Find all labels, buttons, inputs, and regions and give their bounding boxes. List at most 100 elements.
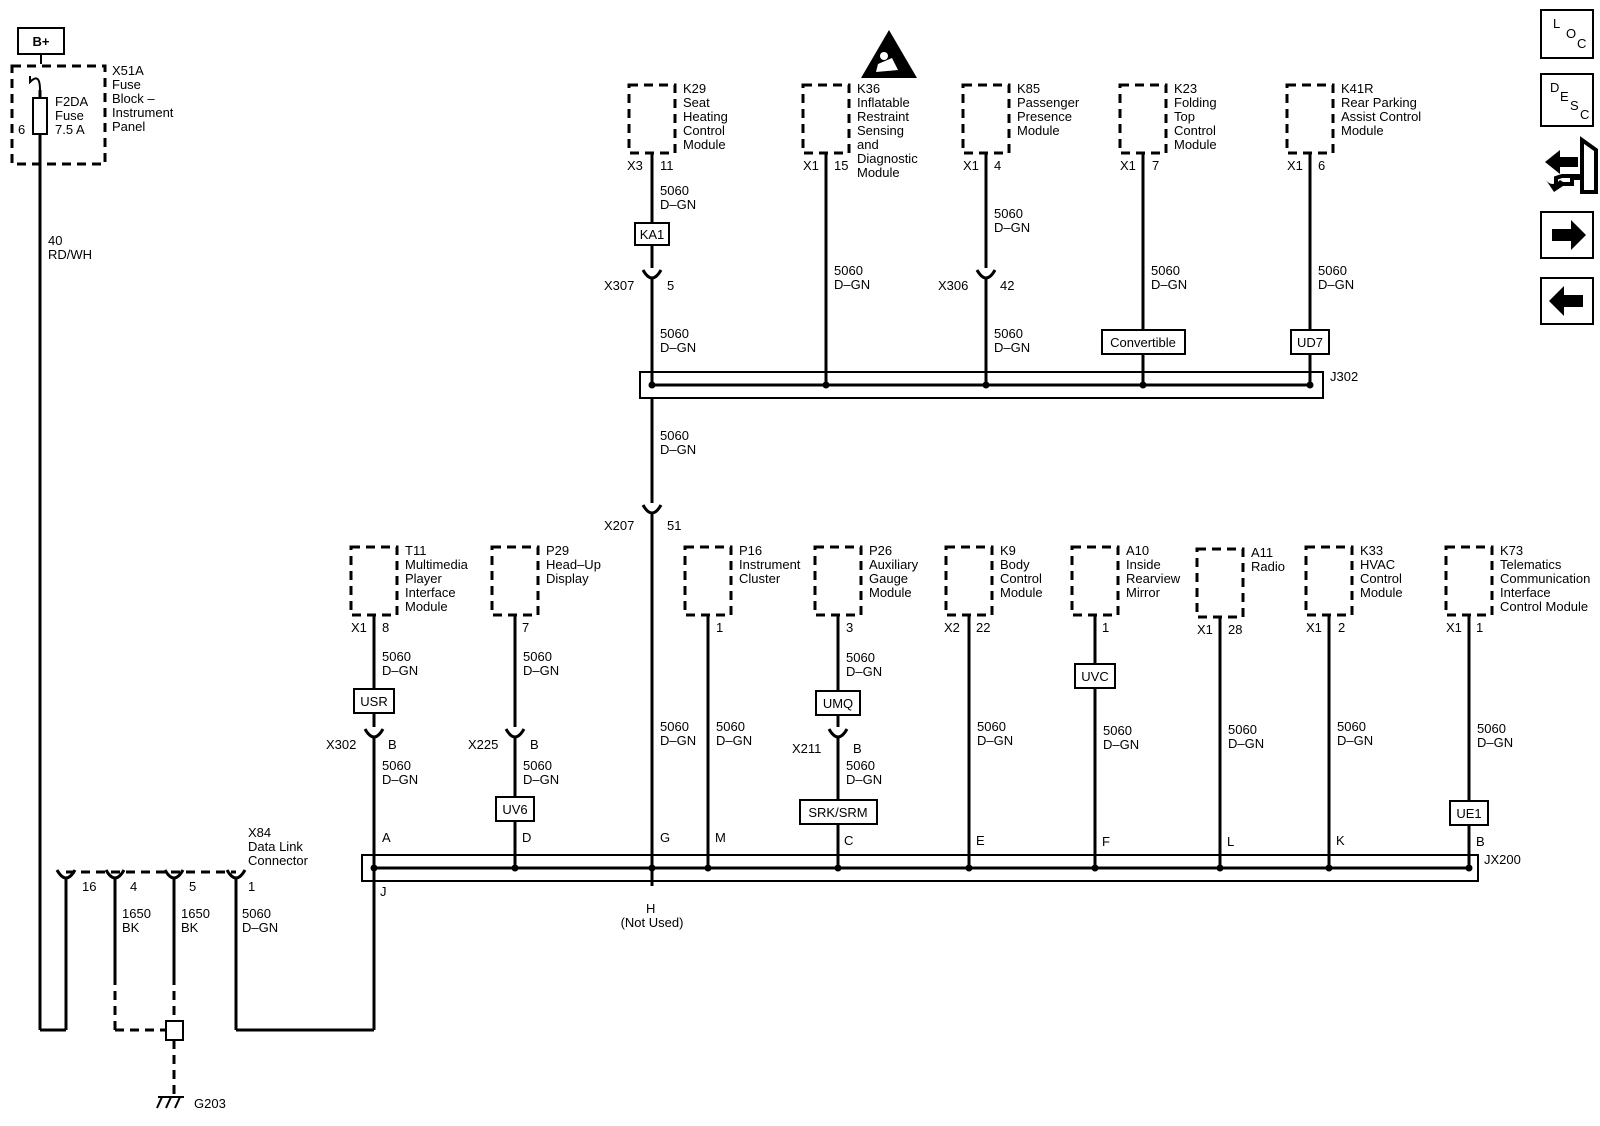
- prev-arrow-button[interactable]: [1540, 277, 1594, 325]
- fuse-id: F2DA: [55, 94, 89, 109]
- svg-text:8: 8: [382, 620, 389, 635]
- svg-text:D–GN: D–GN: [846, 772, 882, 787]
- svg-text:Module: Module: [1000, 585, 1043, 600]
- svg-text:Module: Module: [857, 165, 900, 180]
- power-source-label: B+: [33, 34, 50, 49]
- svg-text:Connector: Connector: [248, 853, 309, 868]
- splice-jx200: JX200: [361, 852, 1521, 882]
- svg-text:1650: 1650: [122, 906, 151, 921]
- svg-text:Head–Up: Head–Up: [546, 557, 601, 572]
- svg-text:5060: 5060: [834, 263, 863, 278]
- svg-text:A: A: [382, 830, 391, 845]
- svg-text:28: 28: [1228, 622, 1242, 637]
- svg-text:X1: X1: [1287, 158, 1303, 173]
- svg-text:Module: Module: [683, 137, 726, 152]
- next-arrow-button[interactable]: [1540, 211, 1594, 259]
- svg-text:P29: P29: [546, 543, 569, 558]
- ground-g203-icon: G203: [156, 1096, 226, 1111]
- svg-text:Multimedia: Multimedia: [405, 557, 469, 572]
- svg-text:X1: X1: [1306, 620, 1322, 635]
- svg-text:5060: 5060: [523, 649, 552, 664]
- a11-wire: 5060 D–GN L: [1218, 617, 1264, 868]
- svg-text:Cluster: Cluster: [739, 571, 781, 586]
- trunk-wire: 5060 D–GN X207 51 5060 D–GN: [604, 398, 696, 886]
- svg-text:Module: Module: [405, 599, 448, 614]
- svg-text:Assist Control: Assist Control: [1341, 109, 1421, 124]
- svg-text:5060: 5060: [382, 649, 411, 664]
- p26-wire: 5060 D–GN UMQ X211 B 5060 D–GN SRK/SRM C: [792, 615, 882, 868]
- svg-text:UE1: UE1: [1456, 806, 1481, 821]
- svg-text:X3: X3: [627, 158, 643, 173]
- svg-text:15: 15: [834, 158, 848, 173]
- svg-text:5: 5: [189, 879, 196, 894]
- svg-text:5060: 5060: [660, 183, 689, 198]
- svg-text:Control: Control: [683, 123, 725, 138]
- svg-text:5060: 5060: [1228, 722, 1257, 737]
- fuse-block-outline: [10, 64, 107, 166]
- svg-text:Control Module: Control Module: [1500, 599, 1588, 614]
- svg-text:Body: Body: [1000, 557, 1030, 572]
- svg-text:UD7: UD7: [1297, 335, 1323, 350]
- svg-text:Communication: Communication: [1500, 571, 1590, 586]
- svg-text:D–GN: D–GN: [994, 340, 1030, 355]
- desc-button[interactable]: D E S C: [1540, 73, 1594, 127]
- svg-text:C: C: [1580, 107, 1589, 122]
- svg-text:O: O: [1566, 26, 1576, 41]
- svg-text:Seat: Seat: [683, 95, 710, 110]
- svg-text:T11: T11: [405, 543, 426, 558]
- fuse-word: Fuse: [55, 108, 84, 123]
- svg-text:5060: 5060: [1318, 263, 1347, 278]
- data-link-connector-x84: X84 Data Link Connector 16 4 5 1: [55, 825, 309, 894]
- dlc-ground-wires: 1650 BK 1650 BK: [113, 878, 210, 1094]
- svg-text:D–GN: D–GN: [660, 197, 696, 212]
- p16-wire: 5060 D–GN M G H (Not Used): [621, 615, 752, 930]
- t11-wire: 5060 D–GN USR X302 B 5060 D–GN A J: [326, 615, 418, 1030]
- svg-text:SRK/SRM: SRK/SRM: [808, 805, 867, 820]
- svg-text:X207: X207: [604, 518, 634, 533]
- connector-tool-icon[interactable]: [1545, 136, 1598, 194]
- module-p26: P26 Auxiliary Gauge Module 3: [813, 543, 919, 635]
- k36-wire: 5060 D–GN: [824, 153, 870, 385]
- svg-text:P26: P26: [869, 543, 892, 558]
- svg-text:1: 1: [716, 620, 723, 635]
- fuse-block-desc-4: Panel: [112, 119, 145, 134]
- svg-text:Module: Module: [1017, 123, 1060, 138]
- svg-text:UV6: UV6: [502, 802, 527, 817]
- svg-text:D: D: [522, 830, 531, 845]
- svg-text:X1: X1: [1197, 622, 1213, 637]
- svg-text:A11: A11: [1251, 545, 1273, 560]
- k41r-wire: 5060 D–GN UD7: [1290, 153, 1354, 385]
- svg-text:4: 4: [994, 158, 1001, 173]
- k9-wire: 5060 D–GN E: [967, 615, 1013, 868]
- power-wire-circuit: 40: [48, 233, 62, 248]
- power-wire-color: RD/WH: [48, 247, 92, 262]
- svg-text:Gauge: Gauge: [869, 571, 908, 586]
- svg-text:D–GN: D–GN: [1103, 737, 1139, 752]
- svg-text:42: 42: [1000, 278, 1014, 293]
- module-k9: K9 Body Control Module X2 22: [944, 543, 1043, 635]
- svg-text:7: 7: [1152, 158, 1159, 173]
- svg-text:K9: K9: [1000, 543, 1016, 558]
- svg-text:C: C: [844, 833, 853, 848]
- svg-text:X306: X306: [938, 278, 968, 293]
- loc-button[interactable]: L O C: [1540, 9, 1594, 59]
- svg-text:3: 3: [846, 620, 853, 635]
- svg-text:H: H: [646, 901, 655, 916]
- svg-text:D–GN: D–GN: [242, 920, 278, 935]
- svg-text:Top: Top: [1174, 109, 1195, 124]
- svg-text:5060: 5060: [846, 758, 875, 773]
- svg-text:X1: X1: [1446, 620, 1462, 635]
- svg-text:D–GN: D–GN: [660, 442, 696, 457]
- fuse-pin: 6: [18, 122, 25, 137]
- svg-text:USR: USR: [360, 694, 387, 709]
- splice-j302: J302: [639, 369, 1358, 399]
- svg-text:G: G: [660, 830, 670, 845]
- svg-text:K33: K33: [1360, 543, 1383, 558]
- svg-text:5: 5: [667, 278, 674, 293]
- svg-text:Instrument: Instrument: [739, 557, 801, 572]
- svg-text:K: K: [1336, 833, 1345, 848]
- svg-text:D–GN: D–GN: [660, 340, 696, 355]
- svg-text:5060: 5060: [1103, 723, 1132, 738]
- svg-text:D–GN: D–GN: [1318, 277, 1354, 292]
